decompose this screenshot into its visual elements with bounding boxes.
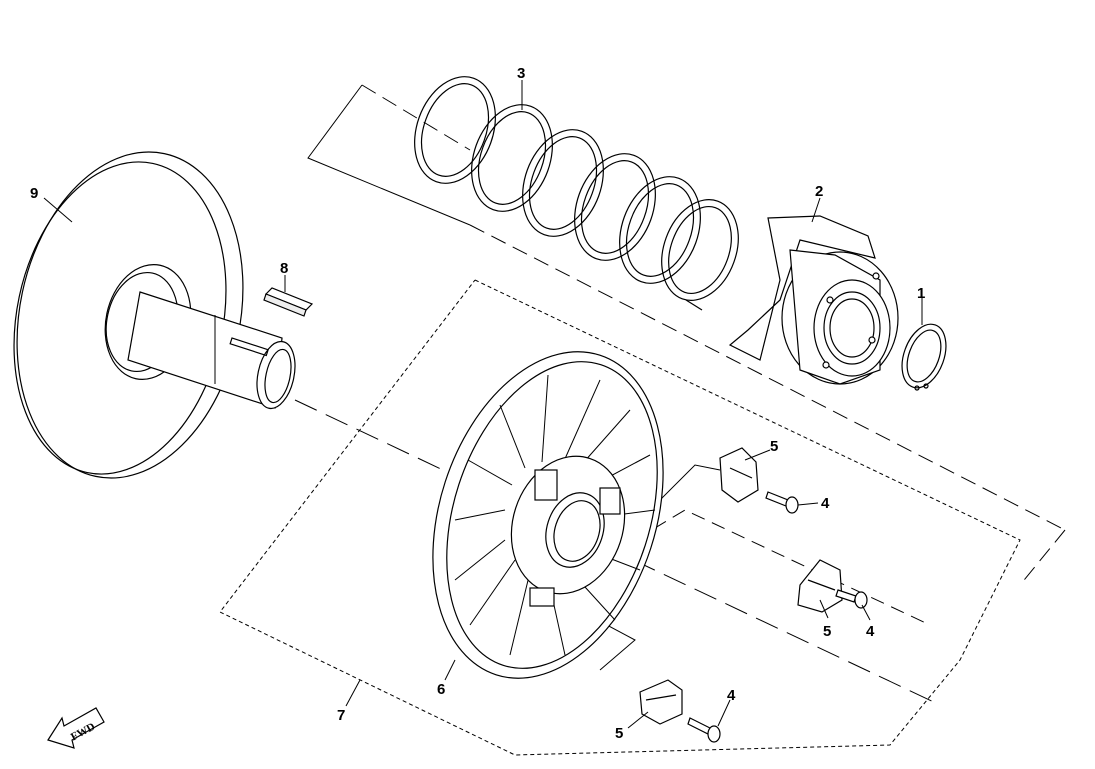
- cam-cover-icon: [728, 215, 899, 385]
- forward-arrow-icon: FWD: [47, 707, 105, 749]
- compression-spring-icon: [414, 76, 739, 311]
- callout-9: 9: [30, 185, 38, 202]
- key-icon: [263, 287, 314, 317]
- callout-3: 3: [517, 65, 525, 82]
- callout-4-top: 4: [821, 495, 830, 512]
- callout-8: 8: [280, 260, 288, 277]
- callout-5-top: 5: [770, 438, 778, 455]
- bolt-icon: [687, 717, 721, 743]
- sliding-sheave-icon: [432, 351, 664, 679]
- callout-leaders: [43, 80, 923, 729]
- callout-4-bottom: 4: [727, 687, 736, 704]
- callout-5-mid: 5: [823, 623, 831, 640]
- callout-1: 1: [917, 285, 925, 302]
- callout-labels: 3 2 1 8 9 5 4 5 4 4 5 6 7: [30, 65, 925, 742]
- fixed-sheave-icon: [13, 151, 296, 479]
- callout-2: 2: [815, 183, 823, 200]
- circlip-icon: [901, 323, 947, 391]
- callout-7: 7: [337, 707, 345, 724]
- callout-4-mid: 4: [866, 623, 875, 640]
- bolt-icon: [835, 589, 868, 609]
- slider-block-icon: [797, 559, 843, 613]
- bolt-icon: [765, 491, 799, 514]
- callout-5-bottom: 5: [615, 725, 623, 742]
- slider-block-icon: [639, 679, 683, 725]
- slider-block-icon: [719, 447, 759, 503]
- callout-6: 6: [437, 681, 445, 698]
